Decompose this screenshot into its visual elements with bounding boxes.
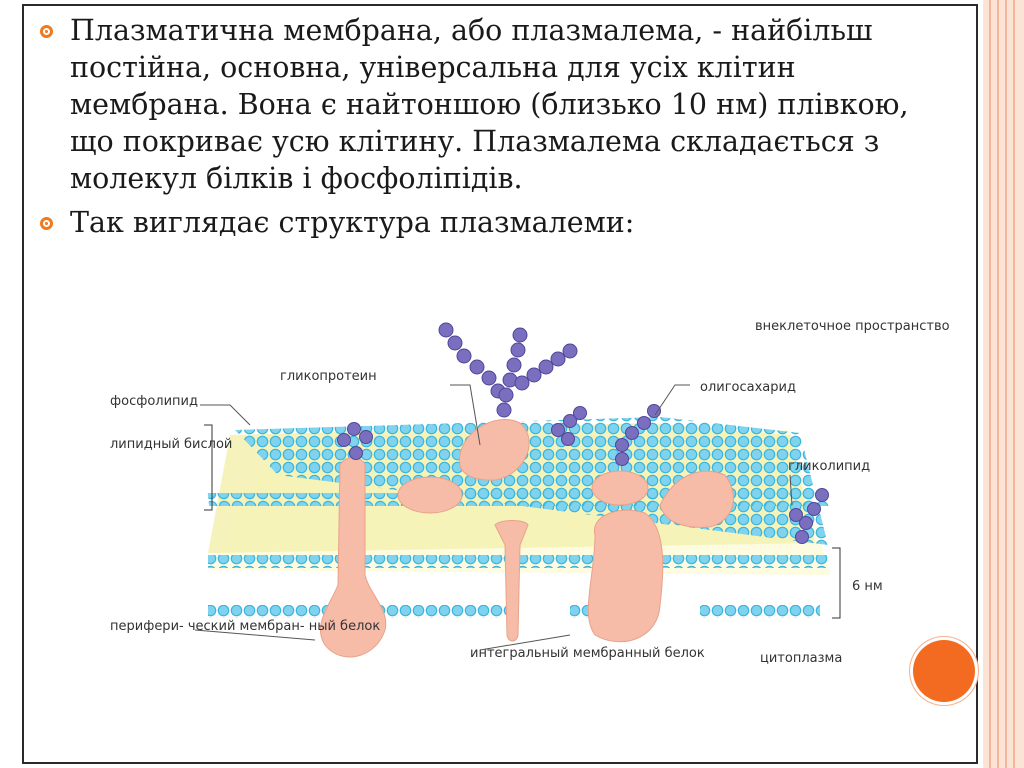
label-oligosaccharide: олигосахарид: [700, 380, 796, 395]
label-glycoprotein: гликопротеин: [280, 369, 377, 384]
label-integral-protein: интегральный мембранный белок: [470, 646, 705, 661]
decorative-orange-circle: [913, 640, 975, 702]
integral-protein: [587, 509, 664, 643]
glycoprotein-protein: [459, 418, 530, 481]
bullet-text: Плазматична мембрана, або плазмалема, - …: [70, 14, 909, 195]
thickness-marker: [832, 547, 841, 619]
bilayer-bracket: [204, 424, 213, 511]
surface-protein-middle: [591, 470, 649, 506]
peripheral-protein: [319, 457, 387, 658]
bullet-item: Так виглядає структура плазмалеми:: [40, 204, 940, 241]
label-lipid-bilayer: липидный бислой: [110, 437, 232, 452]
label-phospholipid: фосфолипид: [110, 394, 198, 409]
leader-lines: [194, 384, 793, 651]
bullet-icon: [40, 25, 53, 38]
surface-protein: [397, 476, 463, 514]
label-glycolipid: гликолипид: [788, 459, 870, 474]
label-extracellular: внеклеточное пространство: [755, 319, 950, 334]
oligosaccharide-chains: [337, 322, 829, 544]
label-peripheral-protein: перифери- ческий мембран- ный белок: [110, 619, 380, 634]
label-thickness: 6 нм: [852, 579, 883, 594]
bullet-item: Плазматична мембрана, або плазмалема, - …: [40, 12, 940, 197]
label-cytoplasm: цитоплазма: [760, 651, 842, 666]
decorative-stripes: [983, 0, 1024, 768]
bullet-list: Плазматична мембрана, або плазмалема, - …: [40, 12, 940, 241]
surface-protein-right: [659, 470, 734, 528]
plasma-membrane-diagram: внеклеточное пространство гликопротеин ф…: [110, 319, 950, 666]
bullet-text: Так виглядає структура плазмалеми:: [70, 206, 635, 239]
membrane-proteins: [319, 418, 734, 658]
bullet-icon: [40, 217, 53, 230]
channel-protein: [494, 520, 529, 642]
